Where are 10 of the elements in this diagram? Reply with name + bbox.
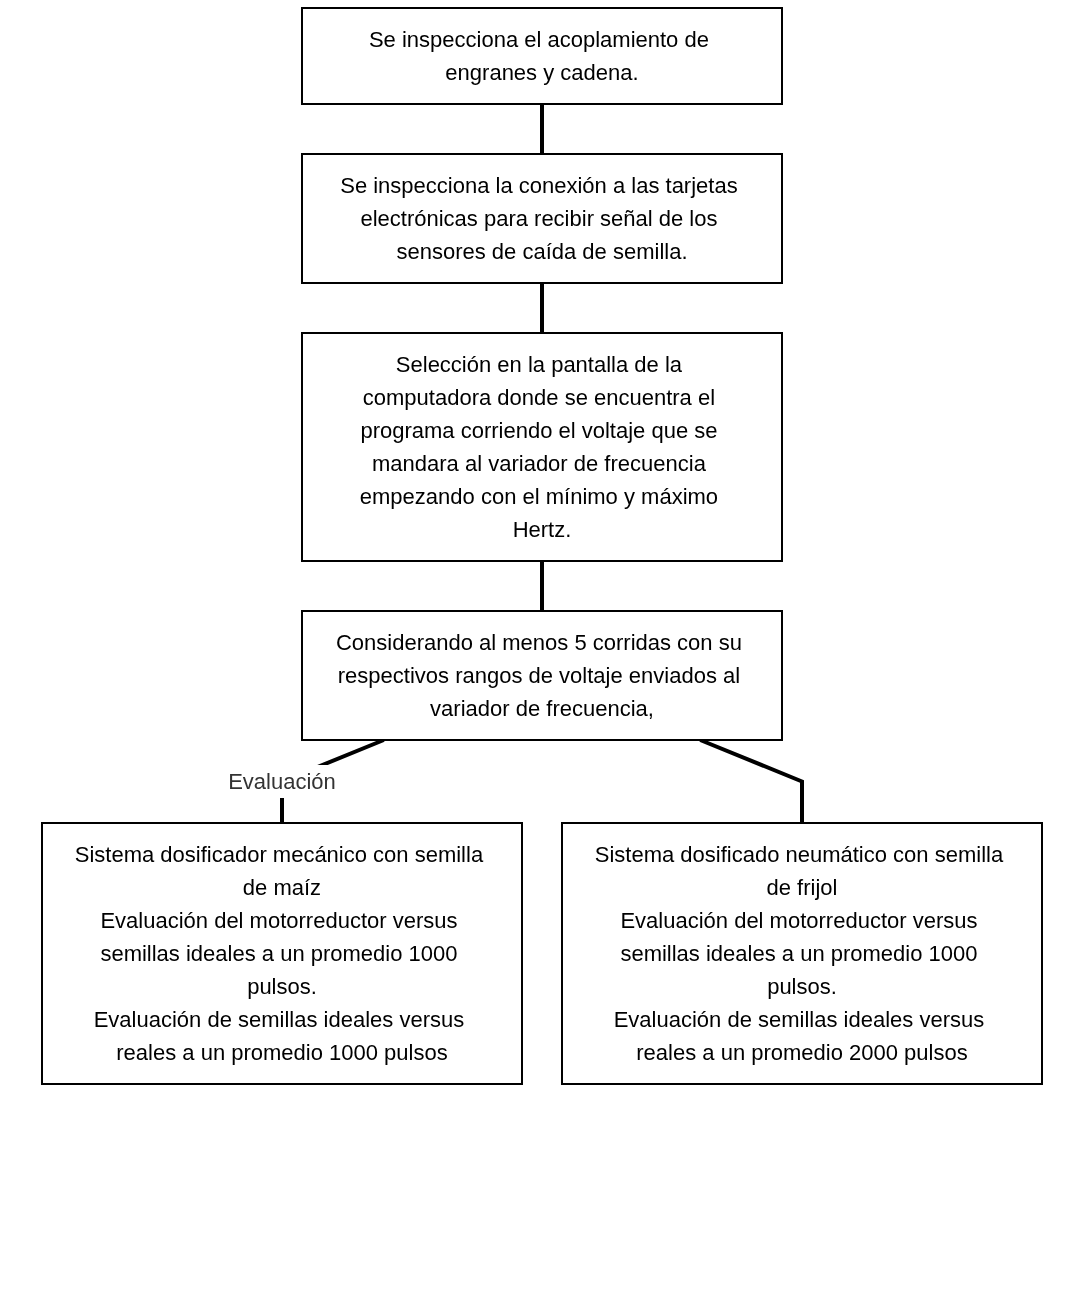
connector	[539, 561, 544, 611]
edge-label: Evaluación	[227, 769, 336, 794]
node-box: Se inspecciona la conexión a las tarjetas electrónicas para recibir señal de los sensores de caída de semilla.	[300, 153, 783, 284]
node-box: Sistema dosificado neumático con semilla de frijol Evaluación del motorreductor versus semillas ideales a un promedio 1000 pulsos. Evaluación de semillas ideales versus reales a un promedio 2000 pulsos	[560, 822, 1043, 1085]
node-box: Sistema dosificador mecánico con semilla de maíz Evaluación del motorreductor versus semillas ideales a un promedio 1000 pulsos. Evaluación de semillas ideales versus reales a un promedio 1000 pulsos	[40, 822, 523, 1085]
node-box: Se inspecciona el acoplamiento de engranes y cadena.	[300, 7, 783, 105]
connector	[539, 283, 544, 333]
node-box: Considerando al menos 5 corridas con su respectivos rangos de voltaje enviados al variador de frecuencia,	[300, 610, 783, 741]
node-box: Selección en la pantalla de la computadora donde se encuentra el programa corriendo el voltaje que se mandara al variador de frecuencia empezando con el mínimo y máximo Hertz.	[300, 332, 783, 562]
connector	[539, 104, 544, 154]
